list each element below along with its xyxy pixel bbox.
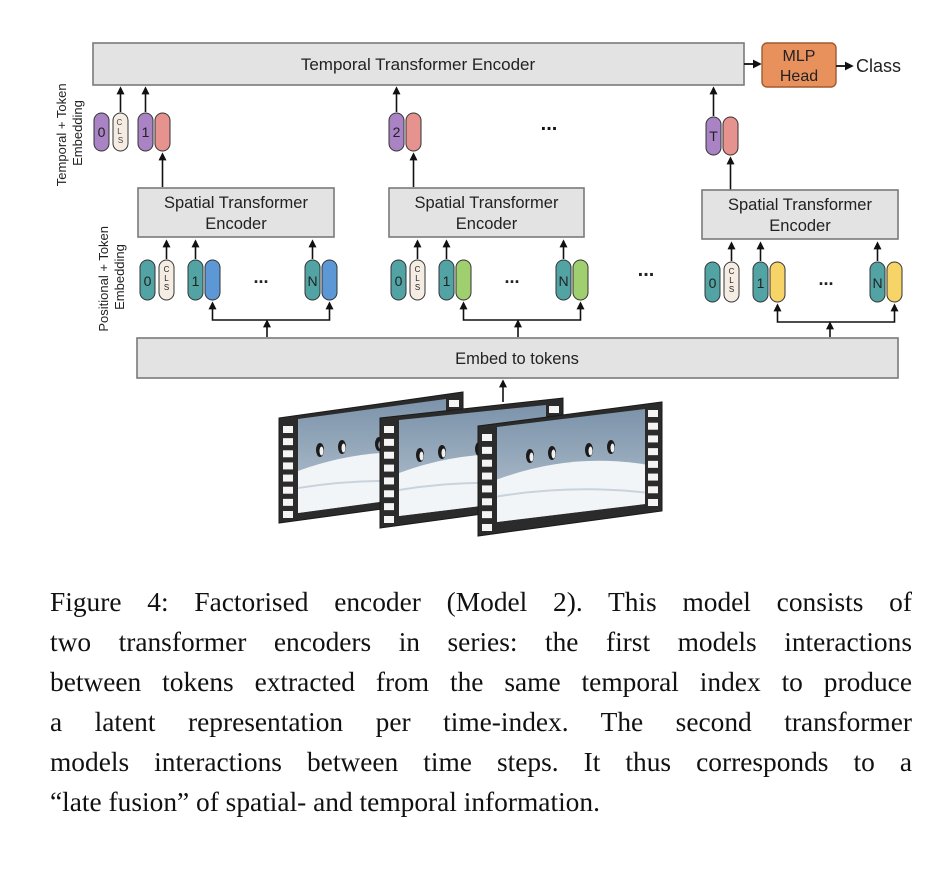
spatial-token-1-label: 1 [192, 273, 200, 289]
spatial-cls-letter: S [164, 283, 169, 292]
embed-to-tokens-label: Embed to tokens [455, 350, 579, 368]
spatial-patch-token-1 [455, 259, 472, 301]
positional-embedding-label: Positional + Token Embedding [96, 222, 127, 331]
svg-text:Encoder: Encoder [205, 215, 267, 233]
spatial-token-1-label: 1 [757, 275, 765, 291]
temporal-embedding-label: Temporal + Token Embedding [54, 80, 85, 186]
temporal-token-T-label: T [709, 128, 718, 144]
mlp-head-label-line2: Head [780, 68, 818, 85]
caption-line-1: Figure 4: Factorised encoder (Model 2). … [50, 587, 912, 617]
temporal-token-0-label: 0 [98, 124, 106, 140]
spatial-cls-letter: L [164, 274, 169, 283]
factorised-encoder-diagram: Temporal Transformer Encoder MLP Head Cl… [54, 42, 903, 537]
temporal-token-0 [93, 112, 110, 152]
temporal-ellipsis: ... [541, 113, 558, 135]
temporal-tokens-group: 0 C L S 1 2 ... T [93, 112, 739, 156]
spatial-token-N-label: N [872, 275, 882, 291]
caption-line-2: two transformer encoders in series: the … [50, 627, 912, 657]
spatial-token-N [555, 259, 572, 301]
svg-text:Spatial Transformer: Spatial Transformer [164, 194, 308, 212]
spatial-token-0 [139, 259, 156, 301]
temporal-token-arrows [116, 86, 735, 190]
svg-text:Spatial Transformer: Spatial Transformer [415, 194, 559, 212]
spatial-patch-token-N [886, 261, 903, 303]
spatial-tokens-group-1: 0 CLS 1... N [139, 239, 338, 337]
temporal-token-2 [388, 112, 405, 152]
spatial-encoder-1: Spatial Transformer Encoder [137, 187, 335, 238]
spatial-ellipsis: ... [818, 269, 833, 289]
spatial-patch-token-1 [769, 261, 786, 303]
spatial-cls-letter: L [729, 276, 734, 285]
spatial-encoder-T: Spatial Transformer Encoder [701, 189, 899, 240]
spatial-cls-letter: L [415, 274, 420, 283]
spatial-tokens-group-2: 0 CLS 1... N [390, 239, 589, 337]
video-frames [278, 391, 663, 537]
spatial-token-1-label: 1 [443, 273, 451, 289]
spatial-cls-token [723, 261, 740, 303]
figure-caption: Figure 4: Factorised encoder (Model 2). … [50, 582, 912, 822]
spatial-cls-letter: S [729, 285, 734, 294]
mlp-head-label-line1: MLP [783, 48, 816, 65]
temporal-transformer-encoder-box [92, 42, 745, 86]
temporal-latent-token-T [722, 116, 739, 156]
spatial-token-0 [704, 261, 721, 303]
caption-line-5: models interactions between time steps. … [50, 747, 912, 777]
spatial-ellipsis: ... [504, 267, 519, 287]
temporal-token-T [705, 116, 722, 156]
spatial-patch-token-1 [204, 259, 221, 301]
spatial-ellipsis: ... [253, 267, 268, 287]
spatial-cls-letter: C [164, 265, 170, 274]
embed-to-tokens-box [136, 337, 899, 379]
svg-text:Encoder: Encoder [769, 217, 831, 235]
mlp-head-box [761, 42, 837, 88]
spatial-token-1 [752, 261, 769, 303]
spatial-encoder-2: Spatial Transformer Encoder [388, 187, 585, 238]
spatial-cls-token [409, 259, 426, 301]
spatial-token-N [869, 261, 886, 303]
group-ellipsis: ... [638, 259, 655, 281]
spatial-cls-letter: C [415, 265, 421, 274]
temporal-token-2-label: 2 [393, 124, 401, 140]
temporal-token-1 [137, 112, 154, 152]
embed-connector [776, 306, 896, 323]
svg-text:Encoder: Encoder [456, 215, 518, 233]
temporal-cls-token [112, 112, 129, 152]
spatial-token-1 [187, 259, 204, 301]
spatial-token-0 [390, 259, 407, 301]
spatial-cls-letter: C [729, 267, 735, 276]
caption-line-3: between tokens extracted from the same t… [50, 667, 912, 697]
spatial-token-N-label: N [307, 273, 317, 289]
caption-line-6: “late fusion” of spatial- and temporal i… [50, 787, 600, 817]
spatial-token-N [304, 259, 321, 301]
spatial-token-0-label: 0 [144, 273, 152, 289]
spatial-cls-letter: S [415, 283, 420, 292]
spatial-patch-token-N [572, 259, 589, 301]
temporal-token-1-label: 1 [142, 124, 150, 140]
spatial-tokens-group-T: 0 CLS 1... N [704, 241, 903, 337]
temporal-latent-token-1 [154, 112, 171, 152]
spatial-cls-token [158, 259, 175, 301]
svg-text:Spatial Transformer: Spatial Transformer [728, 196, 872, 214]
spatial-token-0-label: 0 [395, 273, 403, 289]
temporal-cls-token-label: C L S [116, 118, 124, 145]
embed-connector [211, 304, 331, 321]
temporal-latent-token-2 [405, 112, 422, 152]
spatial-patch-token-N [321, 259, 338, 301]
class-label: Class [856, 56, 901, 76]
temporal-transformer-encoder-label: Temporal Transformer Encoder [301, 55, 536, 74]
embed-connector [462, 304, 582, 321]
caption-line-4: a latent representation per time-index. … [50, 707, 912, 737]
spatial-token-0-label: 0 [709, 275, 717, 291]
spatial-token-1 [438, 259, 455, 301]
spatial-token-N-label: N [558, 273, 568, 289]
film-frame-3 [477, 401, 663, 537]
